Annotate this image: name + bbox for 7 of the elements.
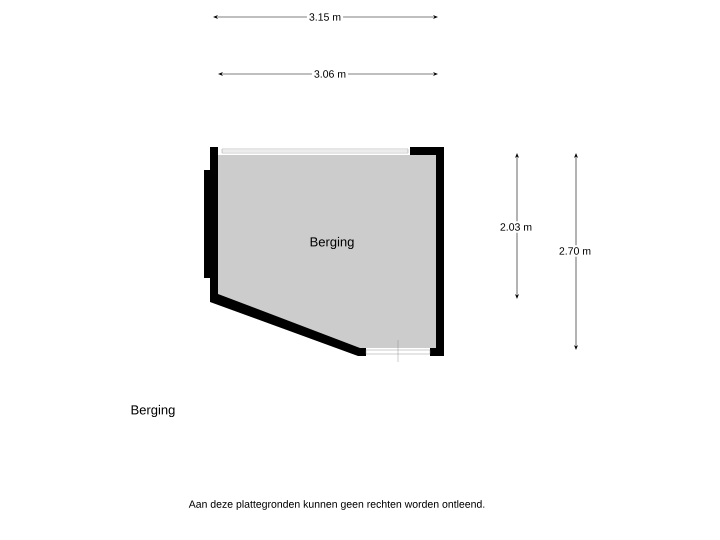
room-name: Berging xyxy=(132,404,174,418)
dimension-label: 3.06 m xyxy=(312,68,348,80)
dimension-label: 2.03 m xyxy=(498,221,534,233)
room-floor: Berging xyxy=(204,147,444,362)
dimension-label: 2.70 m xyxy=(556,245,594,257)
disclaimer: Aan deze plattegronden kunnen geen rechten worden ontleend. xyxy=(188,500,484,510)
dimension-label: 3.15 m xyxy=(306,11,344,23)
